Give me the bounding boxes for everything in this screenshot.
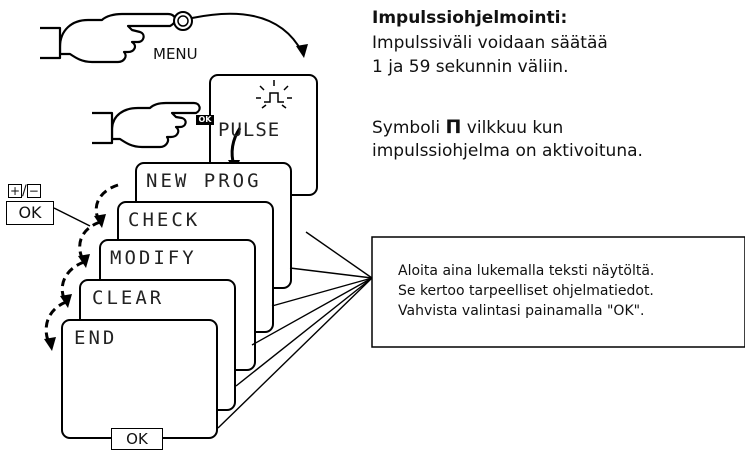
pulse-screen-label: PULSE xyxy=(218,119,281,141)
note-line-3: Vahvista valintasi painamalla "OK". xyxy=(398,303,645,319)
symbol-line-before: Symboli xyxy=(372,118,441,138)
symbol-line: Symboli Π vilkkuu kun xyxy=(372,116,563,140)
hand-pointing-icon xyxy=(40,12,177,64)
plus-icon: + xyxy=(8,184,22,198)
screen-check: CHECK xyxy=(128,209,201,231)
heading: Impulssiohjelmointi: xyxy=(372,8,568,28)
minus-icon: − xyxy=(26,184,41,198)
symbol-line-2: impulssiohjelma on aktivoituna. xyxy=(372,141,643,161)
screen-new-prog: NEW PROG xyxy=(146,170,262,192)
pulse-symbol-icon xyxy=(256,80,292,109)
menu-label: MENU xyxy=(153,45,198,63)
menu-button-icon xyxy=(173,11,193,31)
screen-end: END xyxy=(74,327,118,349)
hand-pointing-icon xyxy=(92,101,201,149)
intro-line-1: Impulssiväli voidaan säätää xyxy=(372,33,608,53)
side-ok-key[interactable]: OK xyxy=(6,201,54,225)
intro-line-2: 1 ja 59 sekunnin väliin. xyxy=(372,57,569,77)
pulse-symbol-icon: Π xyxy=(445,116,462,138)
plus-minus-keys[interactable]: ++/−/− xyxy=(8,183,41,199)
symbol-line-after: vilkkuu kun xyxy=(461,118,564,138)
screen-modify: MODIFY xyxy=(110,247,197,269)
ok-key-label: OK xyxy=(198,115,212,124)
note-line-1: Aloita aina lukemalla teksti näytöltä. xyxy=(398,263,655,279)
screen-clear: CLEAR xyxy=(92,287,165,309)
bottom-ok-key[interactable]: OK xyxy=(111,428,163,450)
note-line-2: Se kertoo tarpeelliset ohjelmatiedot. xyxy=(398,283,654,299)
